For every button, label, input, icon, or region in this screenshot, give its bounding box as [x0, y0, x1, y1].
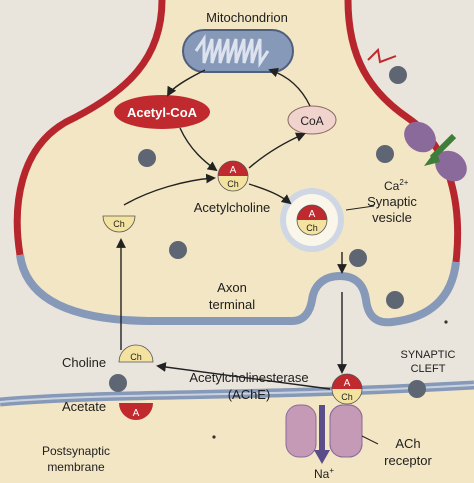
- choline-molecule-cleft: Ch: [118, 344, 154, 363]
- action-potential-icon: [367, 47, 397, 64]
- sodium-label: Na+: [314, 466, 334, 481]
- acetate-letter: A: [133, 408, 140, 419]
- dot: [212, 435, 216, 439]
- ach-choline-letter: Ch: [227, 179, 239, 189]
- pathway-arrows: [116, 67, 347, 390]
- cleft-choline-letter: Ch: [341, 392, 353, 402]
- calcium-influx-arrowhead: [424, 150, 440, 166]
- dot: [444, 320, 448, 324]
- cleft-choline-letter-2: Ch: [130, 352, 142, 362]
- mitochondrion-label: Mitochondrion: [206, 10, 288, 25]
- choline-label: Choline: [62, 355, 106, 370]
- synaptic-cleft-label-2: CLEFT: [411, 363, 446, 375]
- axon-terminal-label-1: Axon: [217, 280, 247, 295]
- postsynaptic-label-2: membrane: [47, 460, 105, 474]
- synaptic-vesicle-label-1: Synaptic: [367, 194, 417, 209]
- synaptic-vesicle: A Ch: [280, 188, 344, 252]
- acetyl-coa-label: Acetyl-CoA: [127, 105, 198, 120]
- cleft-acetyl-letter: A: [344, 378, 351, 389]
- vesicle-choline-letter: Ch: [306, 223, 318, 233]
- coa-label: CoA: [300, 114, 323, 128]
- ache-label-2: (AChE): [228, 387, 271, 402]
- receptor-pointer: [361, 435, 379, 445]
- axon-terminal: [13, 0, 462, 327]
- terminal-choline-letter: Ch: [113, 219, 125, 229]
- synaptic-vesicle-label-2: vesicle: [372, 210, 412, 225]
- acetylcholine-in-cleft: A Ch: [331, 373, 363, 405]
- ach-receptor: [285, 404, 363, 458]
- ach-receptor-label-2: receptor: [384, 453, 432, 468]
- acetylcholine-molecule: A Ch: [217, 160, 249, 192]
- acetate-label: Acetate: [62, 399, 106, 414]
- coa-molecule: CoA: [287, 105, 337, 135]
- ach-receptor-label-1: ACh: [395, 436, 420, 451]
- calcium-label: Ca2+: [384, 178, 409, 193]
- calcium-ions: [109, 66, 426, 398]
- acetyl-coa-molecule: Acetyl-CoA: [114, 95, 210, 129]
- acetate-molecule: A: [119, 403, 153, 420]
- mitochondrion: [182, 29, 294, 73]
- acetylcholine-label: Acetylcholine: [194, 200, 271, 215]
- choline-molecule-terminal: Ch: [102, 215, 136, 233]
- postsynaptic-label-1: Postsynaptic: [42, 444, 110, 458]
- axon-terminal-label-2: terminal: [209, 297, 255, 312]
- ach-acetyl-letter: A: [230, 165, 237, 176]
- vesicle-pointer: [345, 205, 375, 211]
- vesicle-acetyl-letter: A: [309, 209, 316, 220]
- synaptic-cleft-label-1: SYNAPTIC: [400, 349, 455, 361]
- sodium-influx-arrowhead: [314, 450, 330, 464]
- calcium-channel: [404, 121, 467, 182]
